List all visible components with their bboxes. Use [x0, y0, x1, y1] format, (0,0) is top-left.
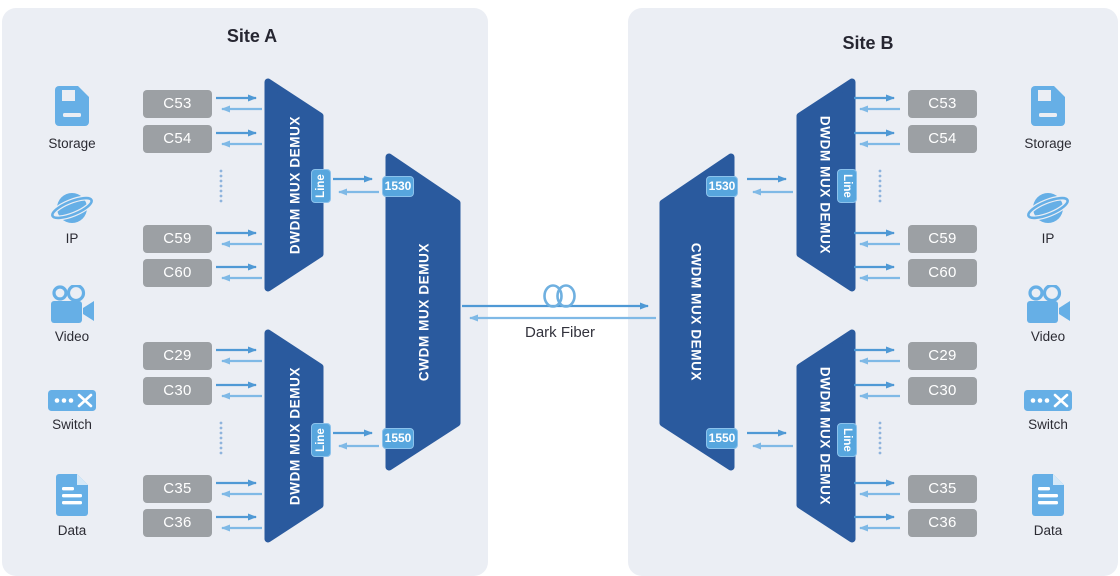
video-camera-icon	[1027, 285, 1070, 323]
channel-box: C53	[908, 90, 977, 118]
switch-icon	[48, 390, 96, 411]
switch-label: Switch	[52, 417, 92, 432]
ip-globe-icon	[50, 193, 94, 223]
video-camera-icon	[51, 285, 94, 323]
cwdm-mux-shape-site-b	[659, 153, 735, 471]
channel-box: C36	[143, 509, 212, 537]
channel-box: C29	[143, 342, 212, 370]
line-port-label: Line	[315, 174, 327, 198]
line-port-badge: Line	[311, 169, 331, 203]
cwdm-mux-label-site-b: CWDM MUX DEMUX	[688, 242, 704, 382]
site-a-title: Site A	[226, 26, 278, 46]
dwdm-mux-label-site-b-top: DWDM MUX DEMUX	[817, 115, 833, 255]
channel-box: C54	[143, 125, 212, 153]
dark-fiber-label: Dark Fiber	[524, 324, 595, 341]
line-port-badge: Line	[837, 423, 857, 457]
data-document-icon	[1032, 474, 1064, 516]
data-label: Data	[1033, 523, 1063, 538]
dwdm-mux-label-site-b-bottom: DWDM MUX DEMUX	[817, 366, 833, 506]
dwdm-mux-shape-site-a-bottom	[264, 329, 324, 543]
ip-label: IP	[65, 231, 79, 246]
ip-globe-icon	[1026, 193, 1070, 223]
line-port-badge: Line	[837, 169, 857, 203]
data-label: Data	[57, 523, 87, 538]
line-port-label: Line	[841, 174, 853, 198]
channel-box: C60	[143, 259, 212, 287]
line-port-badge: Line	[311, 423, 331, 457]
dwdm-mux-shape-site-b-top	[796, 78, 856, 292]
dwdm-mux-label-site-a-bottom: DWDM MUX DEMUX	[287, 366, 303, 506]
data-document-icon	[56, 474, 88, 516]
line-port-label: Line	[841, 428, 853, 452]
video-label: Video	[54, 329, 90, 344]
channel-box: C59	[143, 225, 212, 253]
channel-box: C30	[143, 377, 212, 405]
site-b-title: Site B	[842, 33, 894, 53]
channel-box: C35	[908, 475, 977, 503]
wavelength-badge-1550: 1550	[382, 428, 414, 449]
storage-icon	[1031, 86, 1065, 126]
storage-icon	[55, 86, 89, 126]
wavelength-badge-1550: 1550	[706, 428, 738, 449]
dwdm-mux-shape-site-b-bottom	[796, 329, 856, 543]
switch-label: Switch	[1028, 417, 1068, 432]
channel-box: C36	[908, 509, 977, 537]
video-label: Video	[1030, 329, 1066, 344]
channel-box: C29	[908, 342, 977, 370]
line-port-label: Line	[315, 428, 327, 452]
channel-box: C60	[908, 259, 977, 287]
channel-box: C54	[908, 125, 977, 153]
dwdm-mux-shape-site-a-top	[264, 78, 324, 292]
wavelength-badge-1530: 1530	[382, 176, 414, 197]
dwdm-mux-label-site-a-top: DWDM MUX DEMUX	[287, 115, 303, 255]
channel-box: C59	[908, 225, 977, 253]
ellipsis-dots	[219, 169, 882, 455]
storage-label: Storage	[48, 136, 96, 151]
fiber-coil-icon	[543, 284, 576, 308]
ip-label: IP	[1041, 231, 1055, 246]
channel-box: C35	[143, 475, 212, 503]
storage-label: Storage	[1024, 136, 1072, 151]
cwdm-mux-label-site-a: CWDM MUX DEMUX	[416, 242, 432, 382]
channel-box: C53	[143, 90, 212, 118]
arrows-leftward	[221, 105, 900, 532]
channel-box: C30	[908, 377, 977, 405]
switch-icon	[1024, 390, 1072, 411]
cwdm-mux-shape-site-a	[385, 153, 461, 471]
wavelength-badge-1530: 1530	[706, 176, 738, 197]
